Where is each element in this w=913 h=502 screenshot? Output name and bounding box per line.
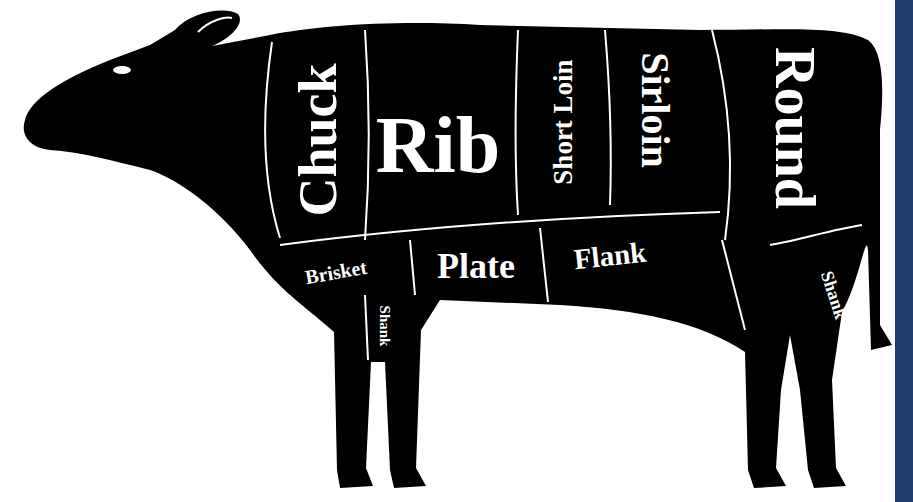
part-label: Rib: [376, 105, 501, 185]
part-label: Chuck: [291, 63, 345, 216]
part-label: Round: [767, 47, 823, 209]
part-label: Short Loin: [550, 59, 577, 184]
side-bar: [895, 0, 913, 502]
ear-detail: [198, 18, 232, 32]
cut-lines: [265, 30, 862, 360]
part-label: Plate: [437, 248, 515, 284]
cow-silhouette: [24, 11, 892, 488]
part-label: Shank: [377, 306, 392, 347]
part-label: Sirloin: [635, 52, 675, 168]
cow-eye: [113, 66, 131, 74]
part-label: Flank: [572, 238, 647, 274]
